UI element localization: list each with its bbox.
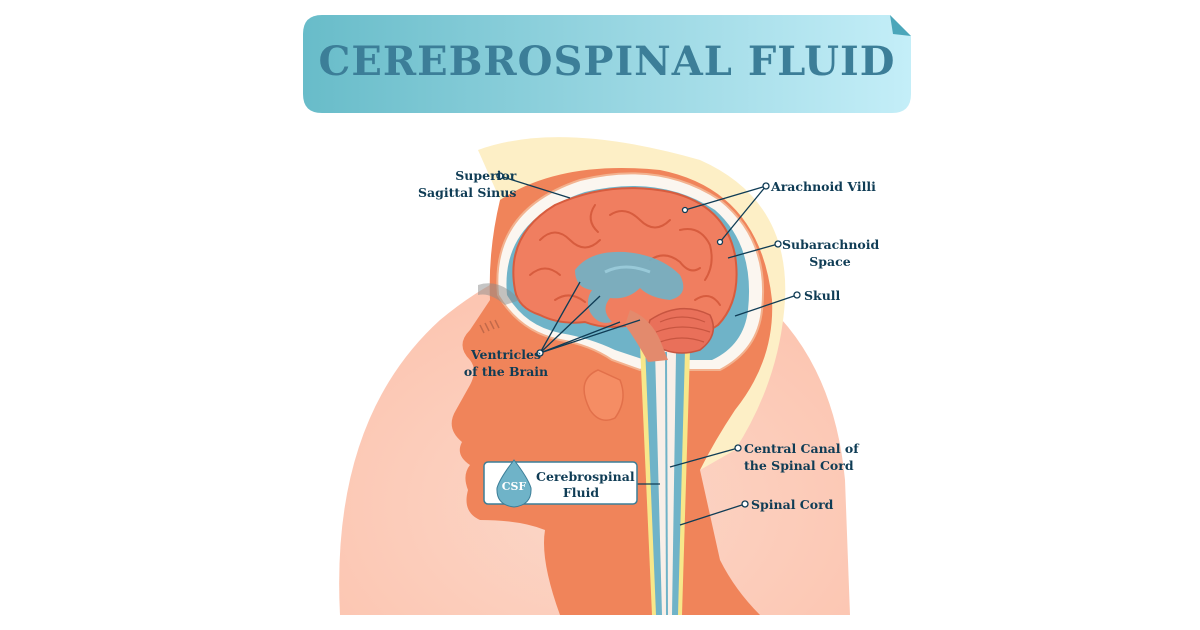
label-subarachnoid-space: Subarachnoid Space [782,236,880,270]
label-line: Ventricles [470,347,542,362]
label-line: Central Canal of [744,441,859,456]
legend-line: Fluid [562,485,600,500]
label-line: Spinal Cord [751,497,834,512]
page-title: CEREBROSPINAL FLUID [318,38,896,85]
csf-badge-text: CSF [501,480,527,493]
label-arachnoid-villi: Arachnoid Villi [771,178,876,195]
label-spinal-cord: Spinal Cord [751,496,833,513]
ear-shape [583,369,624,421]
label-line: Subarachnoid [782,237,880,252]
central-canal [665,351,668,616]
label-line: Space [809,254,851,269]
label-line: Superior [455,168,517,183]
brainstem-shape [625,310,668,362]
leader-dots [496,172,801,508]
label-central-canal: Central Canal of the Spinal Cord [744,440,859,474]
ventricle-highlight [604,265,651,274]
label-line: Skull [804,288,841,303]
label-ventricles: Ventricles of the Brain [456,346,556,380]
eyelashes [479,319,500,334]
csf-legend-text: Cerebrospinal Fluid [536,469,635,501]
label-line: the Spinal Cord [744,458,854,473]
brain-folds [529,204,721,306]
csf-drop-icon [496,459,532,508]
title-banner [303,15,911,113]
label-line: Sagittal Sinus [418,185,517,200]
leader-lines [499,175,798,526]
eyebrow-shape [478,283,520,305]
cerebellum-folds [655,316,711,343]
label-skull: Skull [804,287,840,304]
ventricles-shape [575,251,684,323]
legend-line: Cerebrospinal [536,469,635,484]
label-line: Arachnoid Villi [771,179,876,194]
label-superior-sagittal-sinus: Superior Sagittal Sinus [418,167,516,201]
label-line: of the Brain [463,364,549,379]
